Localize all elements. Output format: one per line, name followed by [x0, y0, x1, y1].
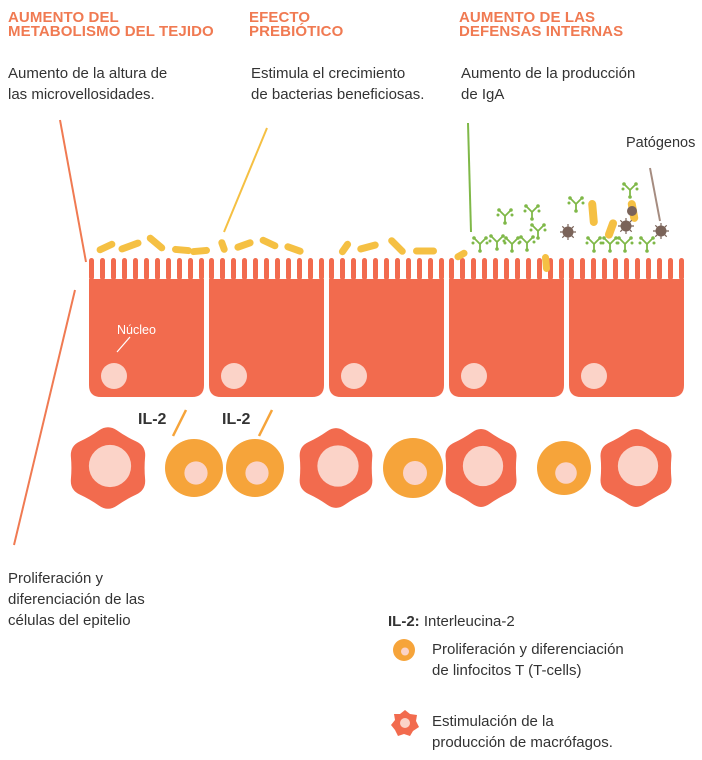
bacterium: [146, 234, 166, 252]
heading-metabolism: AUMENTO DEL METABOLISMO DEL TEJIDO: [8, 9, 214, 40]
macrophage: [445, 429, 517, 507]
pathogen: [617, 217, 635, 235]
antibody: [517, 234, 537, 253]
epithelial-cell: [449, 258, 564, 397]
pathogen: [652, 222, 670, 240]
bacterium: [388, 237, 406, 255]
antibody: [487, 233, 507, 252]
legend-il2-key: IL-2:: [388, 613, 420, 630]
text-defenses: Aumento de la producción de IgA: [461, 65, 636, 103]
bacterium: [604, 219, 618, 239]
epithelial-cell: [209, 258, 324, 397]
il2-slash: [171, 409, 188, 437]
pathogen-particle: [627, 206, 637, 216]
bacterium: [259, 236, 279, 250]
nucleus: [221, 363, 247, 389]
bacterium: [96, 240, 116, 254]
bacterium: [588, 200, 598, 226]
macrophage: [70, 427, 146, 509]
bacterium: [172, 245, 192, 255]
bacterium: [118, 239, 142, 253]
nucleus: [461, 363, 487, 389]
t-cell: [537, 441, 591, 495]
antibody: [502, 235, 522, 254]
epithelial-cell: [569, 258, 684, 397]
il2-slash: [257, 409, 274, 437]
nucleus: [101, 363, 127, 389]
macrophage: [299, 428, 373, 508]
pointer-line-metabolism: [59, 119, 87, 263]
bacterium: [542, 254, 550, 272]
antibody: [620, 181, 640, 200]
antibody: [495, 207, 515, 226]
epithelial-cell: [329, 258, 444, 397]
bacterium: [284, 243, 304, 255]
bacterium: [234, 239, 254, 251]
t-cell: [383, 438, 443, 498]
legend-tcell-icon: [393, 639, 415, 661]
pointer-line-prebiotic: [223, 127, 268, 233]
t-cell: [165, 439, 223, 497]
bacterium: [413, 247, 437, 255]
pathogen: [559, 223, 577, 241]
text-prebiotic: Estimula el crecimiento de bacterias ben…: [251, 65, 425, 103]
antibody: [470, 235, 490, 254]
text-metabolism: Aumento de la altura de las microvellosi…: [8, 65, 168, 103]
bacterium: [338, 240, 352, 256]
antibody: [566, 195, 586, 214]
nucleus: [581, 363, 607, 389]
nucleus: [341, 363, 367, 389]
heading-defenses: AUMENTO DE LAS DEFENSAS INTERNAS: [459, 9, 624, 40]
bacterium: [190, 246, 210, 256]
legend-macrophages-text: Estimulación de la producción de macrófa…: [432, 713, 613, 751]
bacterium: [454, 249, 468, 261]
bacterium: [218, 239, 228, 253]
nucleus-pointer: [116, 336, 131, 353]
antibody: [584, 235, 604, 254]
epithelial-cell: [89, 258, 204, 397]
bacteria-group: [96, 200, 639, 272]
antibody: [522, 203, 542, 222]
legend-macrophage-icon: [391, 710, 419, 736]
bacterium: [357, 241, 379, 253]
antibody: [637, 235, 657, 254]
nucleus-label: Núcleo: [117, 323, 156, 337]
macrophage: [600, 429, 672, 507]
legend-il2-value: Interleucina-2: [419, 613, 515, 630]
heading-prebiotic: EFECTO PREBIÓTICO: [249, 9, 344, 40]
epithelium-caption: Proliferación y diferenciación de las cé…: [8, 570, 145, 629]
pointer-line-pathogens: [649, 167, 661, 222]
antibody: [615, 235, 635, 254]
il2-label-right: IL-2: [222, 411, 251, 428]
pathogens-group: [559, 206, 670, 241]
pathogens-label: Patógenos: [626, 135, 696, 151]
t-cell: [226, 439, 284, 497]
epithelial-cells: [89, 258, 684, 397]
antibody: [600, 235, 620, 254]
legend-il2: IL-2: Interleucina-2: [388, 590, 515, 632]
pointer-line-iga: [467, 122, 472, 233]
il2-label-left: IL-2: [138, 411, 167, 428]
pointer-line-epithelium: [13, 289, 76, 546]
iga-antibodies: [470, 181, 657, 254]
immune-cells: [70, 427, 672, 509]
legend-tcells-text: Proliferación y diferenciación de linfoc…: [432, 641, 624, 679]
